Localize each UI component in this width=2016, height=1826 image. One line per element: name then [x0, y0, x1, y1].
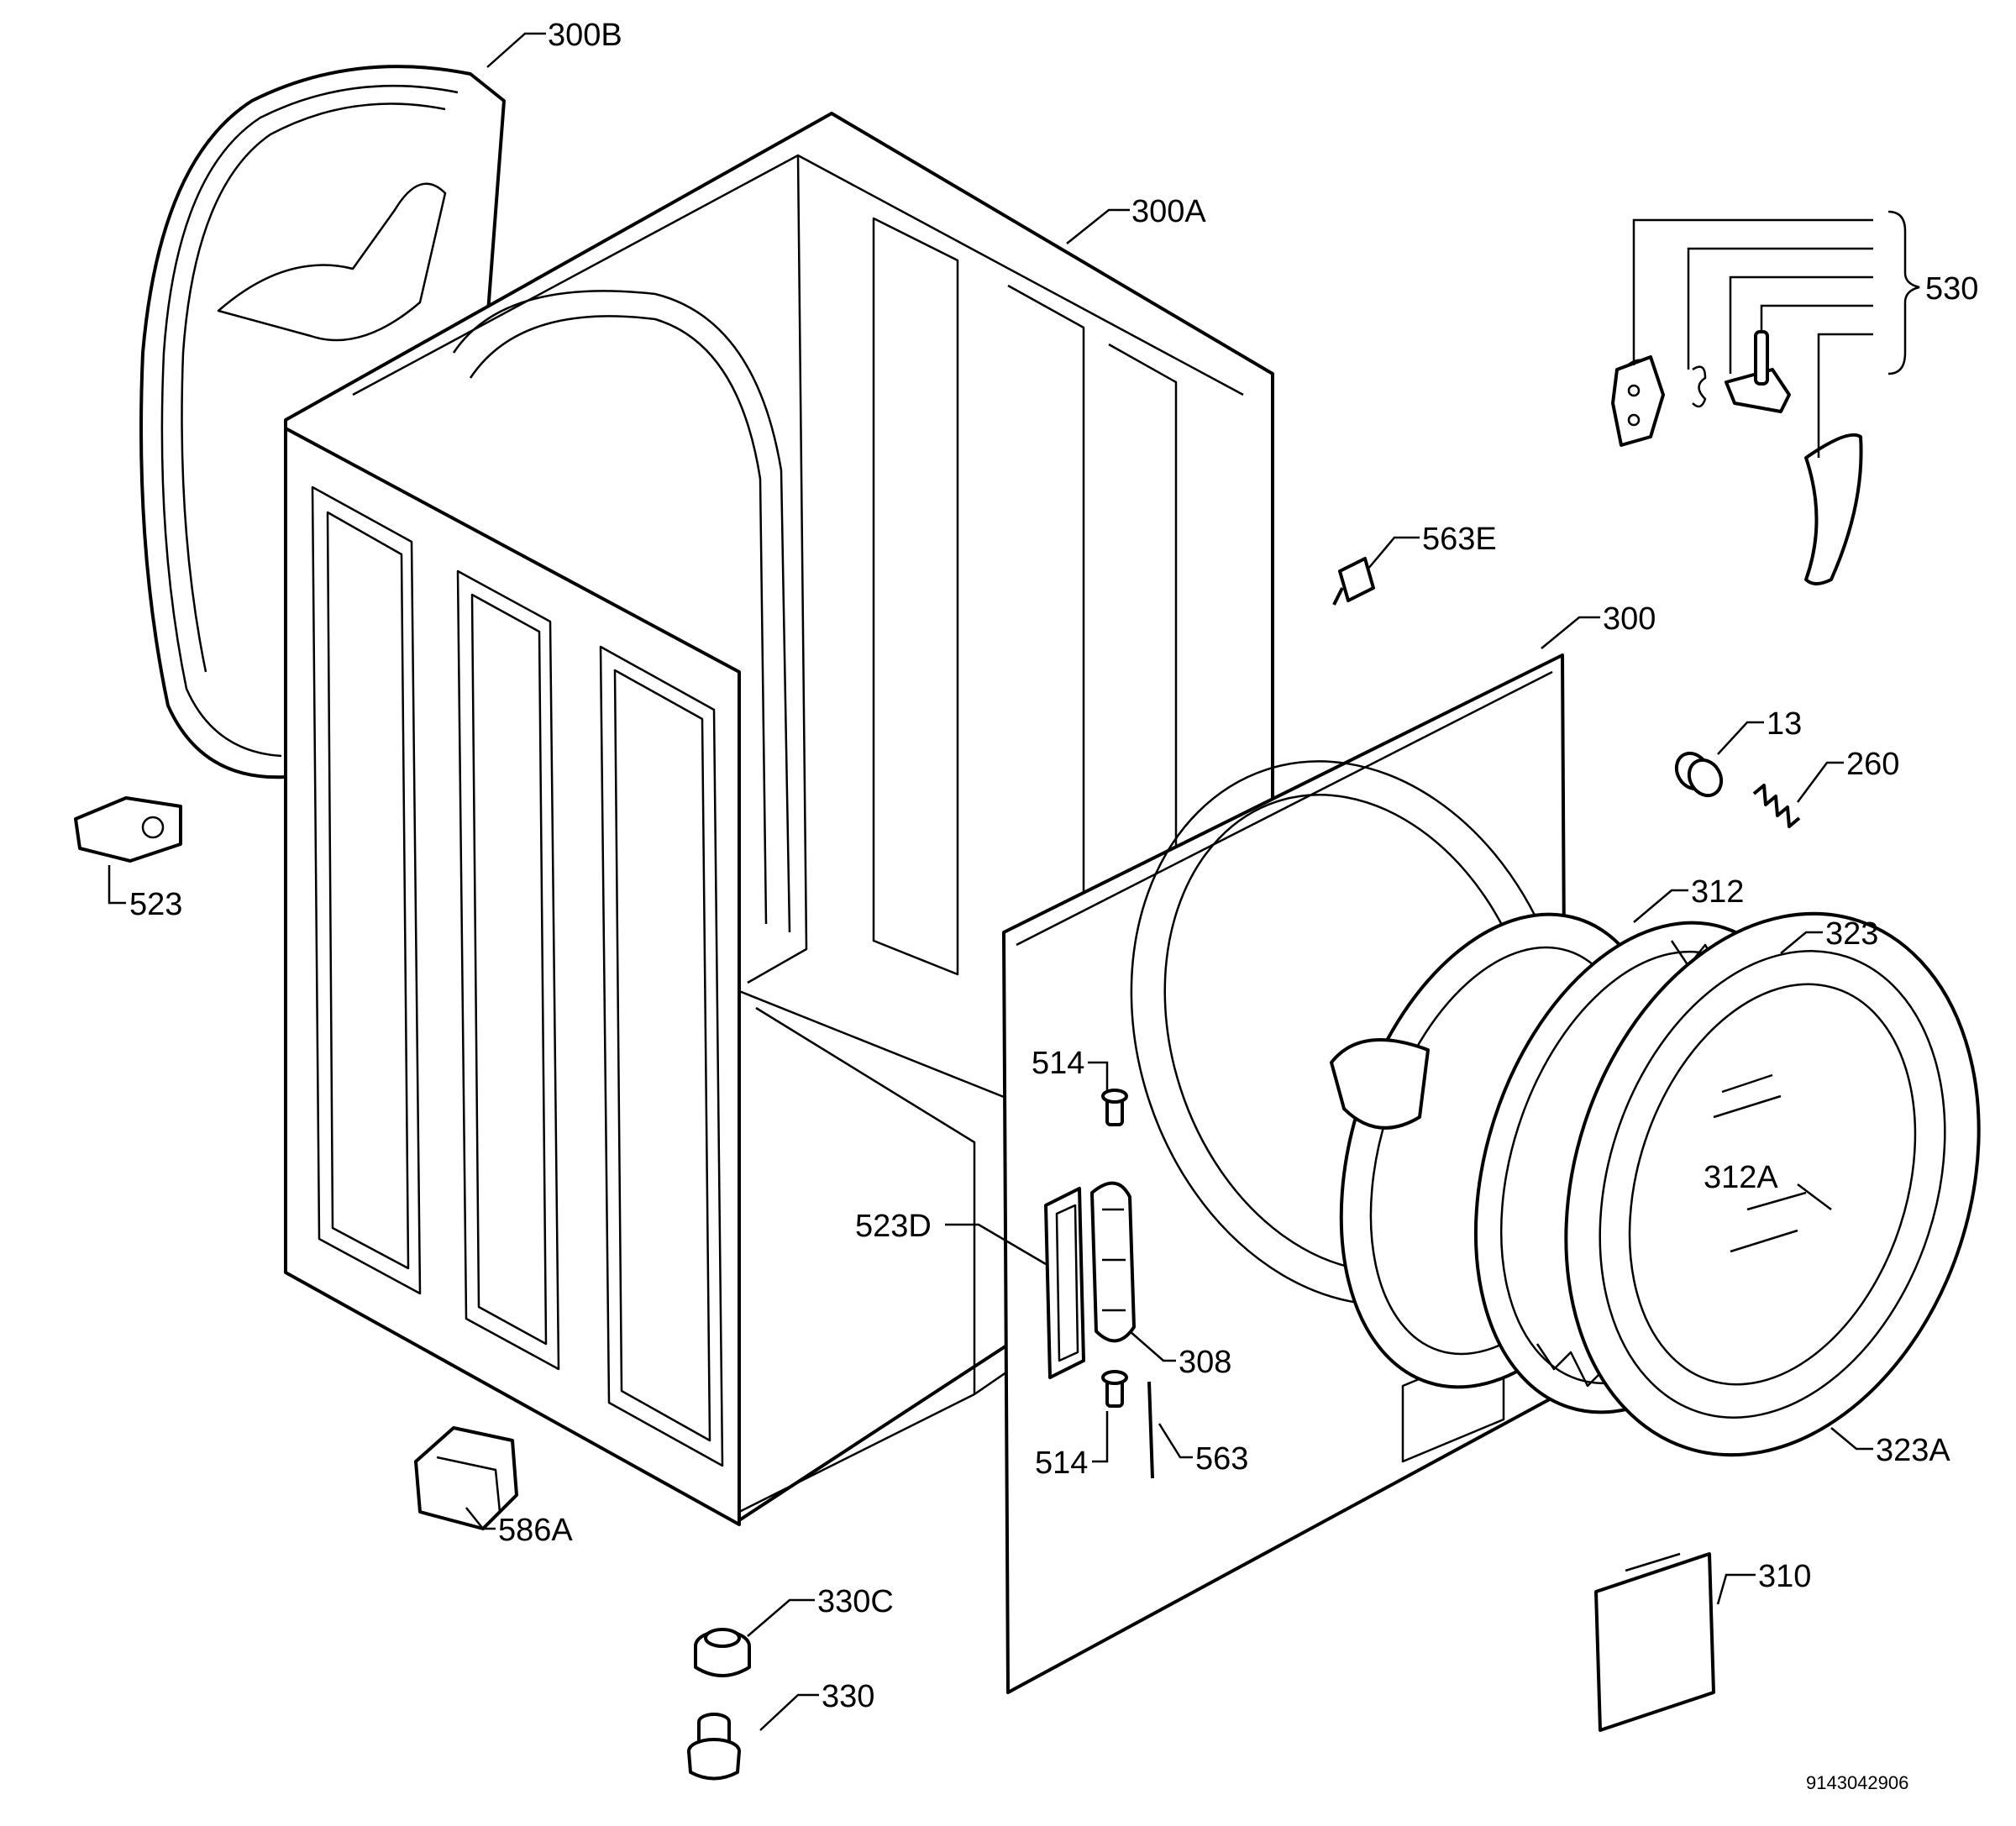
label-586a: 586A — [498, 1513, 573, 1548]
part-514-screw-lower — [1101, 1370, 1128, 1408]
part-523-clip — [74, 796, 182, 863]
label-310: 310 — [1758, 1559, 1811, 1594]
label-13: 13 — [1767, 706, 1802, 742]
part-labels: 300B 300A 530 563E 300 13 260 523 312 32… — [129, 18, 1978, 1793]
part-523d-lock-bracket — [1044, 1187, 1085, 1379]
document-number: 9143042906 — [1806, 1772, 1908, 1793]
part-310-filter-cover — [1594, 1552, 1715, 1732]
label-300a: 300A — [1131, 194, 1206, 229]
label-312a: 312A — [1704, 1160, 1778, 1195]
label-514-upper: 514 — [1032, 1046, 1084, 1081]
label-260: 260 — [1846, 747, 1899, 782]
part-330c-nut — [694, 1628, 751, 1677]
part-cabinet-side-panel — [284, 427, 741, 1526]
part-300-front-panel — [1002, 653, 1575, 1694]
part-323a-outer-door — [1564, 911, 1981, 1457]
label-330: 330 — [822, 1679, 874, 1714]
part-530-handle-assembly — [1611, 330, 1863, 585]
label-563: 563 — [1195, 1441, 1248, 1477]
part-308-hinge — [1090, 1181, 1136, 1343]
label-323a: 323A — [1876, 1433, 1950, 1468]
label-514-lower: 514 — [1035, 1446, 1088, 1481]
part-514-screw-upper — [1101, 1089, 1128, 1126]
label-523d: 523D — [855, 1209, 932, 1244]
leader-lines — [108, 32, 1920, 1731]
label-308: 308 — [1179, 1345, 1231, 1380]
part-586a-bracket — [414, 1426, 518, 1530]
label-330c: 330C — [817, 1584, 894, 1619]
part-563e-catch — [1332, 557, 1375, 606]
label-300: 300 — [1603, 601, 1656, 637]
part-260-spring — [1752, 784, 1801, 828]
part-563-pin — [1147, 1381, 1154, 1479]
part-13-cap — [1674, 751, 1724, 798]
label-563e: 563E — [1422, 522, 1497, 557]
label-312: 312 — [1691, 874, 1744, 910]
label-530: 530 — [1925, 271, 1978, 307]
label-300b: 300B — [548, 18, 622, 53]
part-330-foot — [687, 1713, 741, 1781]
label-523: 523 — [129, 887, 182, 922]
label-323: 323 — [1825, 916, 1878, 952]
